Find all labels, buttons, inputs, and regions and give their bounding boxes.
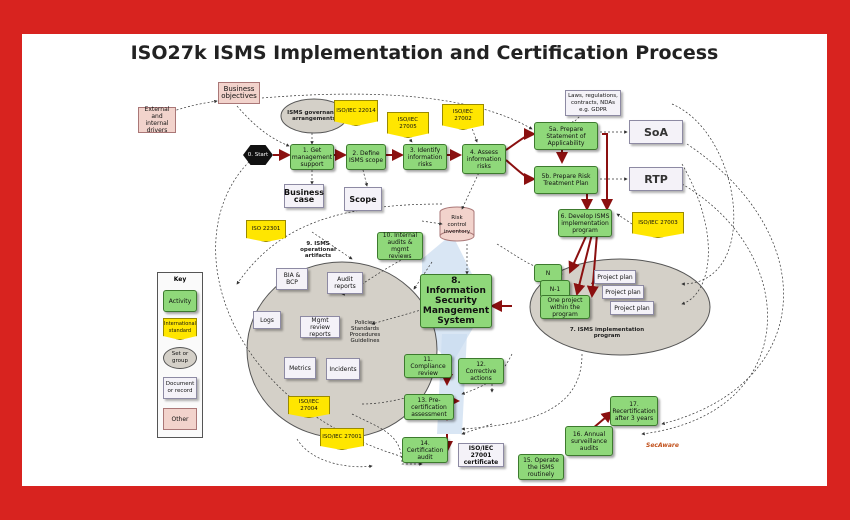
key-title: Key [173,276,187,283]
activity-1: 1. Get management support [290,144,334,170]
project-plan-3: Project plan [610,301,654,315]
activity-5b: 5b. Prepare Risk Treatment Plan [534,166,598,194]
risk-control-inventory: Risk control inventory [443,214,471,235]
laws-box: Laws, regulations, contracts, NDAs e.g. … [565,90,621,116]
activity-13: 13. Pre-certification assessment [404,394,454,420]
activity-15: 15. Operate the ISMS routinely [518,454,564,480]
activity-12: 12. Corrective actions [458,358,504,384]
audit-reports-document: Audit reports [327,272,363,294]
activity-11: 11. Compliance review [404,354,452,378]
connector-layer [164,93,784,472]
metrics-document: Metrics [284,357,316,379]
rtp-document: RTP [629,167,683,191]
activity-10: 10. Internal audits & mgmt reviews [377,232,423,260]
diagram-title: ISO27k ISMS Implementation and Certifica… [130,42,719,64]
business-case-document: Business case [284,184,324,208]
start-node: 0. Start [243,145,273,165]
project-plan-2: Project plan [602,285,644,299]
secaware-logo: SecAware [646,442,679,449]
activity-16: 16. Annual surveillance audits [565,426,613,456]
diagram-panel: ISO27k ISMS Implementation and Certifica… [22,34,827,486]
legend-key: Key Activity International standard Set … [157,272,203,438]
key-set: Set or group [163,347,197,369]
activity-14: 14. Certification audit [402,437,448,463]
certificate-document: ISO/IEC 27001 certificate [458,443,504,467]
iso-27005: ISO/IEC 27005 [387,112,429,138]
mgmt-review-document: Mgmt review reports [300,316,340,338]
iso-27003: ISO/IEC 27003 [632,212,684,238]
activity-4: 4. Assess information risks [462,144,506,174]
key-activity: Activity [163,290,197,312]
activity-17: 17. Recertification after 3 years [610,396,658,426]
set-7-label: 7. ISMS implementation program [569,327,645,339]
external-drivers-box: External and internal drivers [138,106,176,134]
business-objectives-box: Business objectives [218,82,260,104]
logs-document: Logs [253,311,281,329]
key-document: Document or record [163,377,197,399]
iso-27001-left: ISO/IEC 27001 [320,428,364,450]
iso-22014-top: ISO/IEC 22014 [334,100,378,126]
bia-bcp-document: BIA & BCP [276,268,308,290]
set-9-label: 9. ISMS operational artifacts [300,241,336,259]
key-other: Other [163,408,197,430]
activity-8-isms: 8. Information Security Management Syste… [420,274,492,328]
activity-6: 6. Develop ISMS implementation program [558,209,612,237]
activity-5a: 5a. Prepare Statement of Applicability [534,122,598,150]
isms-governance-label: ISMS governance arrangements [287,110,341,122]
iso-27002: ISO/IEC 27002 [442,104,484,130]
activity-3: 3. Identify information risks [403,144,447,170]
iso-27004: ISO/IEC 27004 [288,396,330,418]
policies-document: Policies Standards Procedures Guidelines [349,320,381,344]
activity-2: 2. Define ISMS scope [346,144,386,170]
soa-document: SoA [629,120,683,144]
project-one: One project within the program [540,295,590,319]
project-plan-1: Project plan [594,270,636,284]
scope-document: Scope [344,187,382,211]
iso-22301: ISO 22301 [246,220,286,242]
key-standard: International standard [163,318,197,340]
incidents-document: Incidents [326,358,360,380]
